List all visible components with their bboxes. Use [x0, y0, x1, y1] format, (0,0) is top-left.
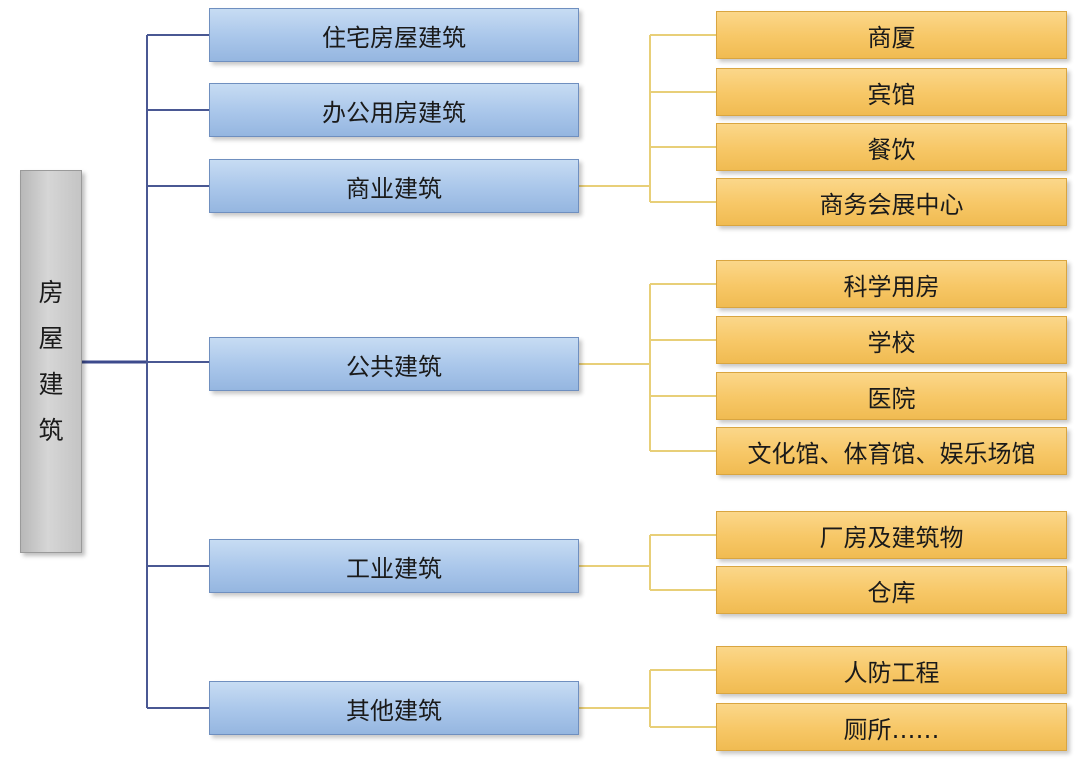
leaf-other-2: 厕所……: [716, 703, 1067, 751]
leaf-public-4: 文化馆、体育馆、娱乐场馆: [716, 427, 1067, 475]
leaf-commercial-2: 宾馆: [716, 68, 1067, 116]
leaf-public-1: 科学用房: [716, 260, 1067, 308]
connector-commercial: [579, 34, 716, 203]
category-other: 其他建筑: [209, 681, 579, 735]
category-office: 办公用房建筑: [209, 83, 579, 137]
root-node: 房 屋 建 筑: [20, 170, 82, 553]
category-commercial: 商业建筑: [209, 159, 579, 213]
leaf-commercial-1: 商厦: [716, 11, 1067, 59]
category-public: 公共建筑: [209, 337, 579, 391]
connector-industrial: [579, 534, 716, 591]
leaf-commercial-4: 商务会展中心: [716, 178, 1067, 226]
leaf-public-2: 学校: [716, 316, 1067, 364]
connector-other: [579, 669, 716, 728]
connector-public: [579, 283, 716, 452]
category-industrial: 工业建筑: [209, 539, 579, 593]
leaf-public-3: 医院: [716, 372, 1067, 420]
leaf-commercial-3: 餐饮: [716, 123, 1067, 171]
category-residential: 住宅房屋建筑: [209, 8, 579, 62]
leaf-industrial-2: 仓库: [716, 566, 1067, 614]
root-char: 房: [38, 277, 64, 307]
root-char: 筑: [38, 415, 64, 445]
root-char: 屋: [38, 323, 64, 353]
leaf-other-1: 人防工程: [716, 646, 1067, 694]
root-char: 建: [38, 369, 64, 399]
leaf-industrial-1: 厂房及建筑物: [716, 511, 1067, 559]
